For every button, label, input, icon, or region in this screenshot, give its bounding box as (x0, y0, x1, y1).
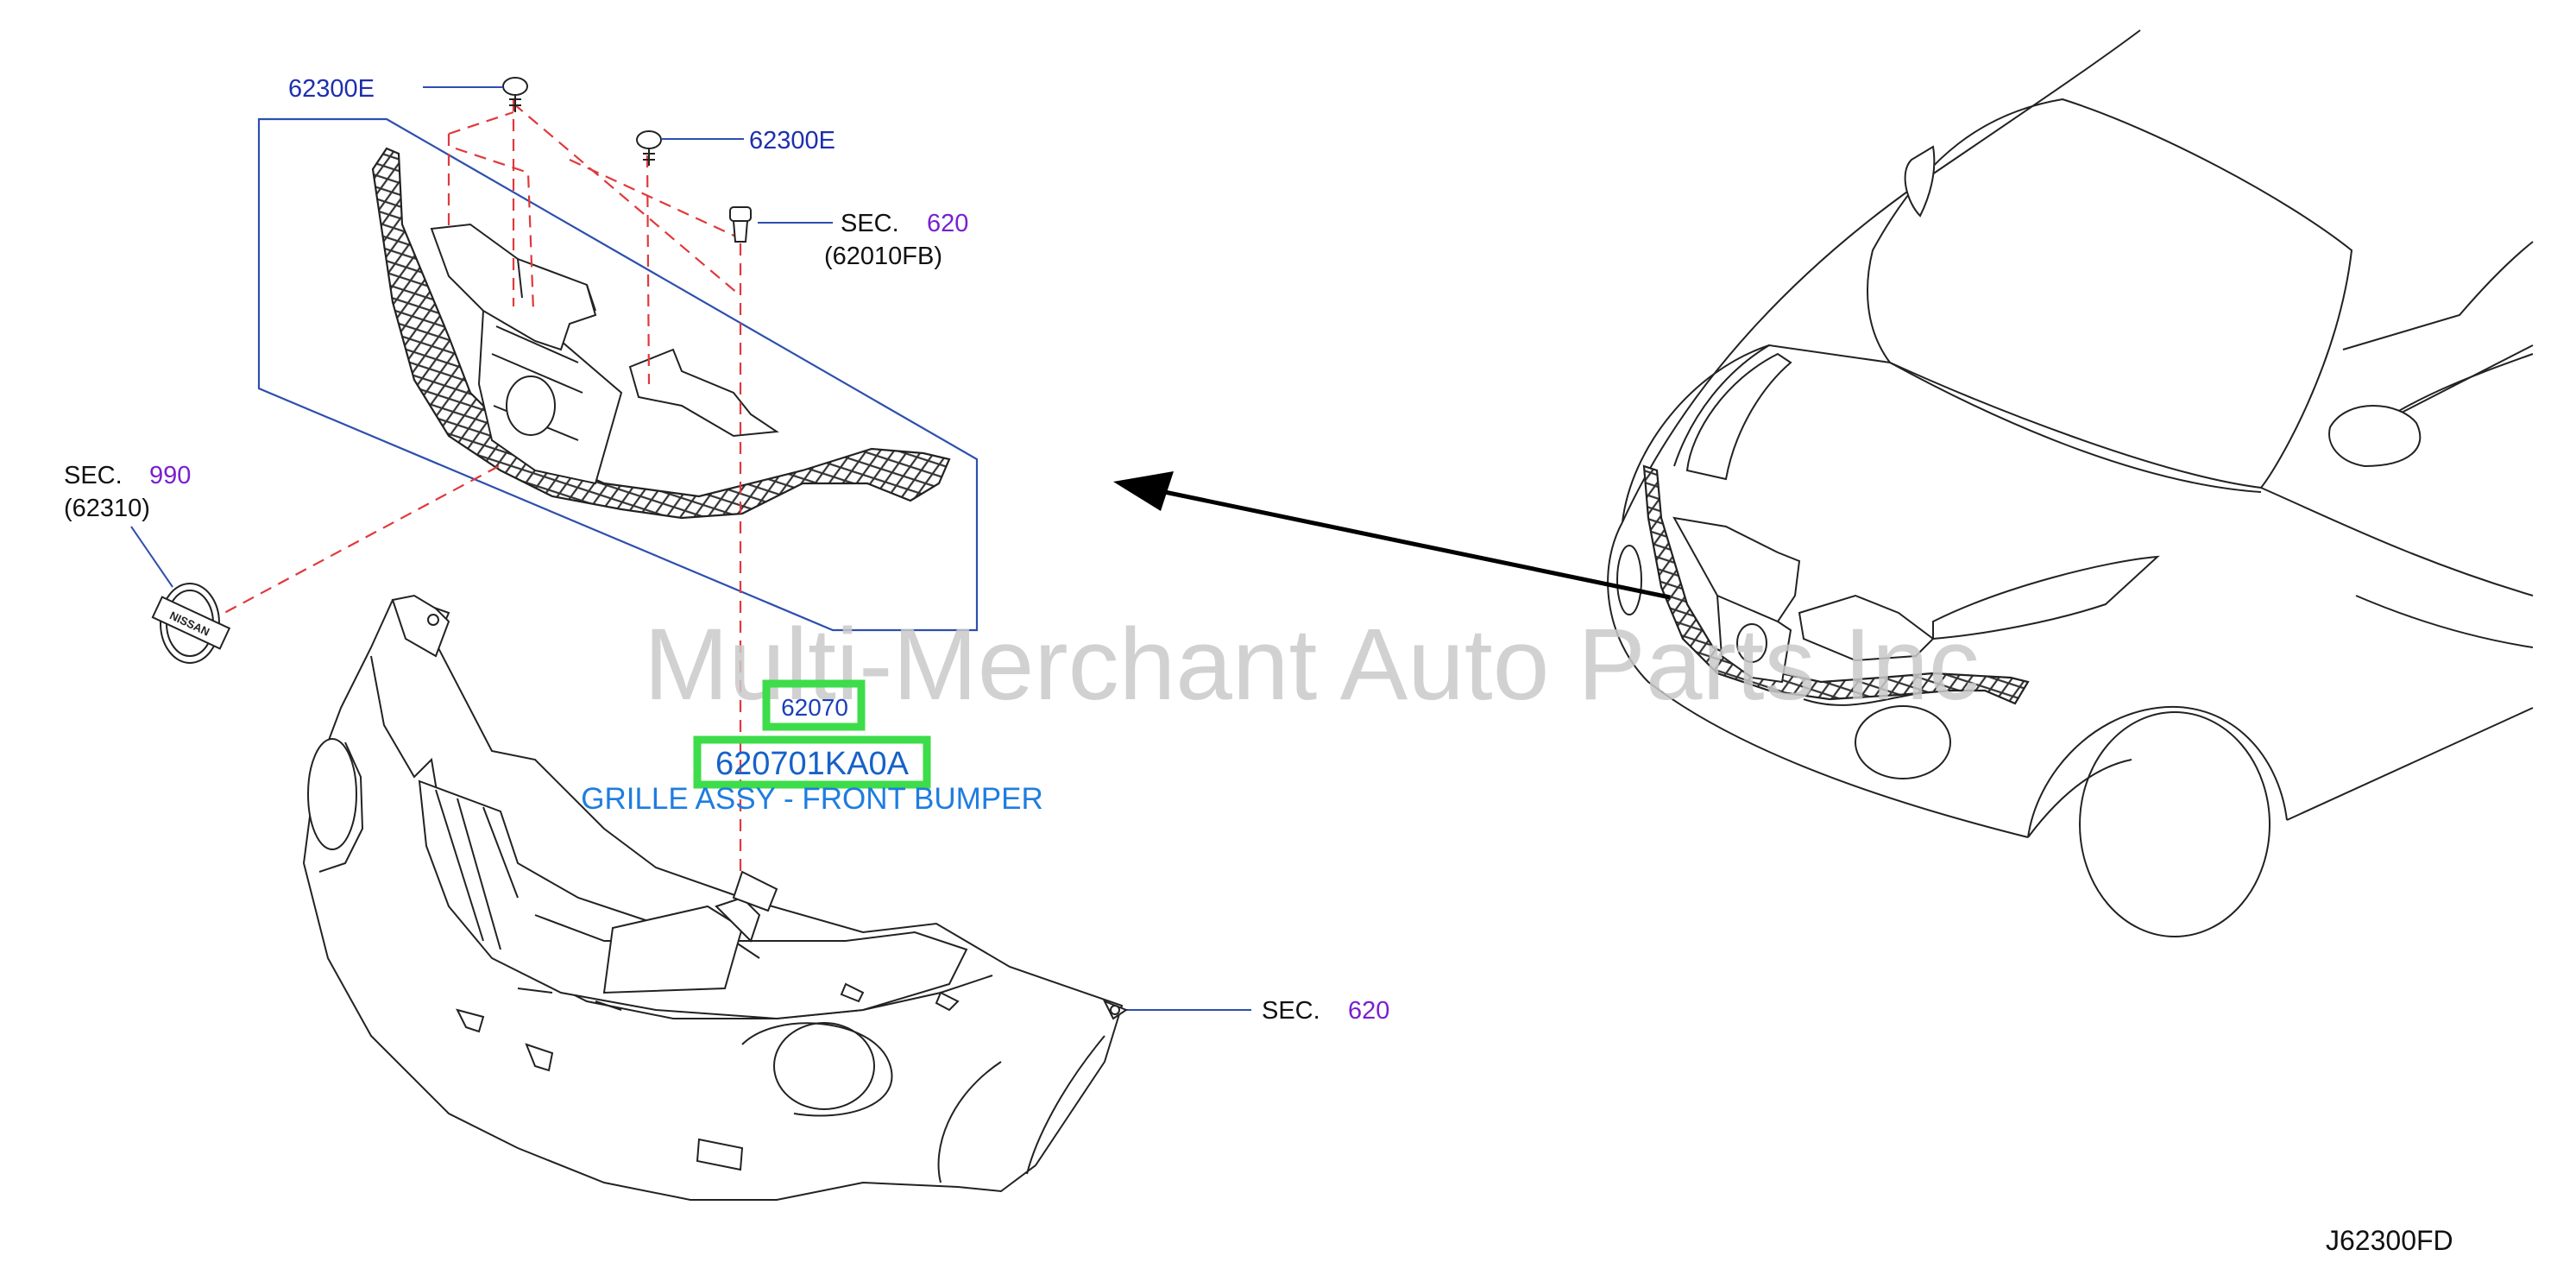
vehicle-foglamp (1855, 705, 1951, 779)
callout-sec-emblem-label: SEC. (64, 462, 123, 489)
clip-62300e-right (636, 130, 662, 166)
vehicle-overview (1607, 29, 2534, 937)
bumper-left-edge (391, 594, 450, 658)
grille-exploded-view: NISSAN (130, 77, 1251, 1201)
clip-62300e-left (502, 77, 528, 112)
part-name[interactable]: GRILLE ASSY - FRONT BUMPER (581, 782, 1043, 816)
vehicle-windshield (1867, 98, 2353, 489)
vehicle-hood (1622, 344, 2262, 523)
vehicle-foglamp-left (1616, 545, 1642, 615)
fog-lamp-left (307, 738, 357, 850)
view-pointer-arrow (1113, 471, 1671, 600)
callout-sec-bumper-label: SEC. (1262, 997, 1320, 1025)
watermark: Multi-Merchant Auto Parts Inc (644, 608, 1980, 722)
explode-line-emblem (224, 465, 500, 614)
vehicle-roofline (1622, 29, 2141, 523)
callout-sec-top-number: 620 (927, 210, 968, 237)
clip-62010fb (729, 206, 752, 243)
vehicle-wheel (2079, 711, 2271, 937)
bumper-grille-opening (418, 779, 968, 1020)
callout-sec-top-sub: (62010FB) (824, 243, 942, 270)
explode-line-clip-right (646, 155, 651, 385)
ref-number-highlight (762, 679, 866, 731)
grille-mesh (371, 147, 951, 520)
callout-sec-emblem-number: 990 (149, 462, 191, 489)
diagram-id: J62300FD (2326, 1225, 2453, 1256)
vehicle-antenna (1904, 145, 1936, 218)
part-number[interactable]: 620701KA0A (715, 746, 910, 782)
assembly-frame (257, 117, 979, 632)
part-ref-number: 62070 (781, 694, 848, 721)
side-mirror (2328, 405, 2422, 468)
nissan-emblem: NISSAN (151, 583, 231, 664)
vehicle-wheel-arch (2027, 705, 2288, 838)
callout-clip-left: 62300E (288, 75, 375, 103)
callout-sec-emblem-sub: (62310) (64, 495, 150, 522)
fog-lamp-right (773, 1022, 875, 1110)
callout-sec-top-label: SEC. (841, 210, 899, 237)
callout-clip-right: 62300E (749, 127, 835, 155)
vehicle-grille (1642, 464, 2030, 705)
callout-sec-bumper-number: 620 (1348, 997, 1389, 1025)
bumper-outline (302, 598, 1124, 1201)
grille-emblem-mount (506, 375, 556, 436)
vehicle-headlamp (1685, 352, 1792, 481)
part-number-highlight (693, 735, 931, 789)
front-bumper-fascia (302, 594, 1129, 1201)
tow-hook-cover (696, 1138, 744, 1171)
